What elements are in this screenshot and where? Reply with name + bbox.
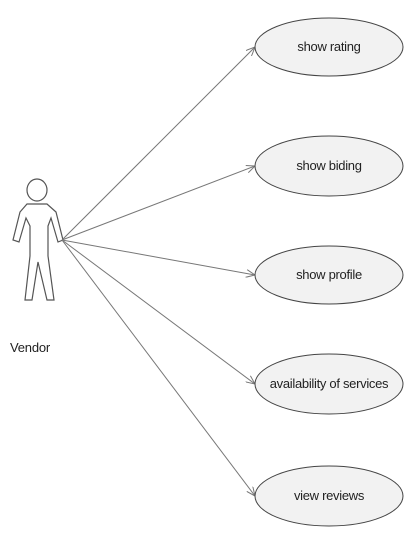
actor-figure-icon (12, 178, 64, 301)
use-case-show-profile[interactable] (254, 245, 404, 305)
use-case-label-show-profile: show profile (296, 267, 362, 282)
use-case-label-show-biding: show biding (296, 158, 362, 173)
actor-label: Vendor (10, 340, 51, 355)
association-lines (61, 47, 255, 496)
use-case-show-rating[interactable] (254, 17, 404, 77)
association-line-view-reviews (61, 239, 255, 496)
use-case-label-view-reviews: view reviews (293, 488, 365, 503)
use-case-show-biding[interactable] (254, 135, 404, 197)
use-case-label-show-rating: show rating (297, 39, 361, 54)
use-case-label-availability-of-services: availability of services (269, 376, 389, 391)
association-line-show-profile (61, 239, 255, 275)
association-line-show-biding (61, 166, 255, 241)
use-case-availability-of-services[interactable] (254, 353, 404, 415)
association-line-show-rating (61, 47, 255, 241)
use-case-view-reviews[interactable] (254, 465, 404, 527)
use-case-ellipses (254, 17, 404, 527)
association-line-availability-of-services (61, 239, 255, 384)
